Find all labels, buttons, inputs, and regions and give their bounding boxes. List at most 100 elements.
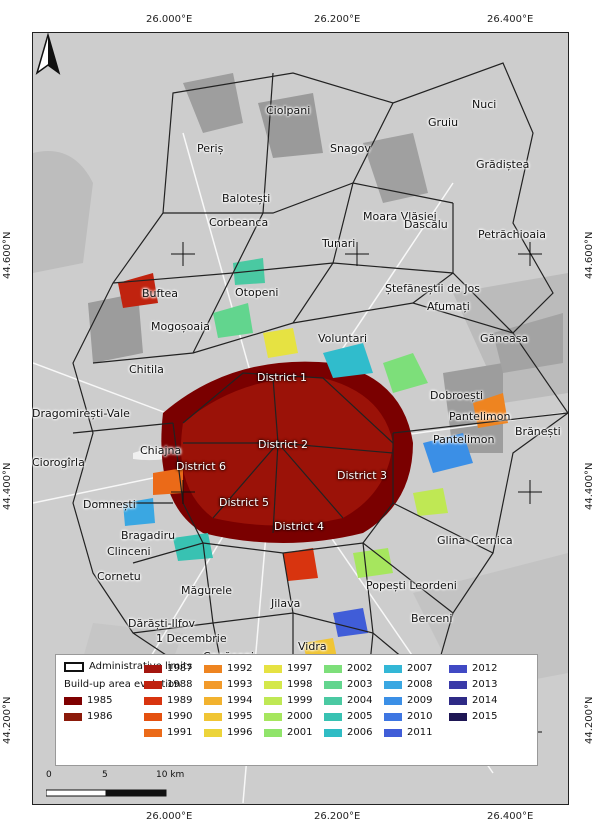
legend-year-label: 1994	[227, 695, 253, 706]
legend-year-label: 1986	[87, 711, 113, 722]
legend-swatch	[264, 680, 282, 689]
legend-year-label: 1993	[227, 679, 253, 690]
legend-year-label: 1987	[167, 663, 193, 674]
place-label-dobroești: Dobroești	[430, 389, 484, 402]
legend-year-1993: 1993	[204, 679, 252, 690]
legend-year-1998: 1998	[264, 679, 312, 690]
legend-year-2004: 2004	[324, 695, 372, 706]
forest-patch	[88, 293, 143, 363]
place-label-petrăchioaia: Petrăchioaia	[478, 228, 546, 241]
urban-core-inner	[181, 377, 393, 526]
legend-year-label: 1992	[227, 663, 253, 674]
legend-swatch	[324, 664, 342, 673]
legend-swatch	[384, 664, 402, 673]
legend-swatch	[144, 680, 162, 689]
legend-year-label: 2012	[472, 663, 498, 674]
legend-admin-label: Administrative limits	[89, 661, 193, 672]
legend-swatch	[204, 712, 222, 721]
place-label-ștefăneștii-de-jos: Ștefăneștii de Jos	[385, 282, 481, 295]
coord-left-1: 44.600°N	[2, 231, 13, 279]
coord-left-2: 44.400°N	[2, 462, 13, 510]
legend-swatch	[204, 664, 222, 673]
legend-year-label: 2001	[287, 727, 313, 738]
legend-swatch	[324, 680, 342, 689]
coord-top-1: 26.000°E	[146, 14, 193, 25]
legend-swatch	[64, 696, 82, 705]
place-label-district-2: District 2	[258, 438, 309, 451]
legend-year-label: 1988	[167, 679, 193, 690]
place-label-cernica: Cernica	[471, 534, 513, 547]
legend-swatch	[64, 712, 82, 721]
scale-tick-0: 0	[46, 770, 52, 780]
legend-year-label: 1998	[287, 679, 313, 690]
place-label-vidra: Vidra	[298, 640, 327, 653]
legend-year-1987: 1987	[144, 663, 192, 674]
legend-year-label: 2015	[472, 711, 498, 722]
legend-year-label: 1999	[287, 695, 313, 706]
place-label-nuci: Nuci	[472, 98, 497, 111]
place-label-district-6: District 6	[176, 460, 227, 473]
legend-swatch	[144, 696, 162, 705]
legend-swatch	[264, 664, 282, 673]
legend-year-label: 1996	[227, 727, 253, 738]
place-label-popești-leordeni: Popești Leordeni	[366, 579, 457, 592]
legend-swatch	[324, 712, 342, 721]
legend-year-1986: 1986	[64, 711, 112, 722]
scale-bar-graphic	[46, 789, 167, 797]
place-label-snagov: Snagov	[330, 142, 371, 155]
legend-swatch	[384, 696, 402, 705]
legend-year-label: 2006	[347, 727, 373, 738]
legend-title: Build-up area evolution	[64, 679, 181, 690]
place-label-găneasa: Găneasa	[480, 332, 529, 345]
legend-swatch	[449, 696, 467, 705]
map-legend: Administrative limits Build-up area evol…	[55, 654, 538, 766]
legend-year-2013: 2013	[449, 679, 497, 690]
legend-swatch	[324, 728, 342, 737]
coord-bottom-1: 26.000°E	[146, 811, 193, 822]
legend-swatch	[144, 664, 162, 673]
place-label-district-1: District 1	[257, 371, 308, 384]
place-label-cornetu: Cornetu	[97, 570, 141, 583]
legend-year-2011: 2011	[384, 727, 432, 738]
place-label-balotești: Balotești	[222, 192, 271, 205]
place-label-district-5: District 5	[219, 496, 270, 509]
coord-left-3: 44.200°N	[2, 696, 13, 744]
place-label-1-decembrie: 1 Decembrie	[156, 632, 227, 645]
legend-year-1990: 1990	[144, 711, 192, 722]
place-label-dragomirești-vale: Dragomirești-Vale	[32, 407, 130, 420]
legend-year-2010: 2010	[384, 711, 432, 722]
legend-swatch	[449, 712, 467, 721]
legend-year-label: 1985	[87, 695, 113, 706]
place-label-corbeanca: Corbeanca	[209, 216, 269, 229]
place-label-bragadiru: Bragadiru	[121, 529, 176, 542]
forest-patch	[258, 93, 323, 158]
legend-swatch	[204, 696, 222, 705]
legend-swatch	[324, 696, 342, 705]
coord-right-2: 44.400°N	[584, 462, 595, 510]
legend-year-1994: 1994	[204, 695, 252, 706]
coord-right-3: 44.200°N	[584, 696, 595, 744]
place-label-dărăști-ilfov: Dărăști-Ilfov	[128, 617, 195, 630]
legend-year-label: 1997	[287, 663, 313, 674]
legend-year-1995: 1995	[204, 711, 252, 722]
legend-year-2003: 2003	[324, 679, 372, 690]
coord-bottom-2: 26.200°E	[314, 811, 361, 822]
scale-tick-5: 5	[102, 770, 108, 780]
coord-top-2: 26.200°E	[314, 14, 361, 25]
legend-year-2001: 2001	[264, 727, 312, 738]
legend-year-2006: 2006	[324, 727, 372, 738]
legend-admin-limits: Administrative limits	[64, 661, 192, 672]
legend-year-label: 2003	[347, 679, 373, 690]
place-label-voluntari: Voluntari	[318, 332, 368, 345]
place-label-grădiștea: Grădiștea	[476, 158, 530, 171]
place-label-glina: Glina	[437, 534, 466, 547]
place-label-pantelimon: Pantelimon	[433, 433, 495, 446]
legend-swatch	[264, 728, 282, 737]
coord-top-3: 26.400°E	[487, 14, 534, 25]
forest-patch	[183, 73, 243, 133]
urban-expansion-patches	[118, 258, 508, 665]
place-label-dascălu: Dascălu	[404, 218, 448, 231]
forest-patch	[363, 133, 428, 203]
legend-swatch	[144, 712, 162, 721]
legend-year-label: 2009	[407, 695, 433, 706]
